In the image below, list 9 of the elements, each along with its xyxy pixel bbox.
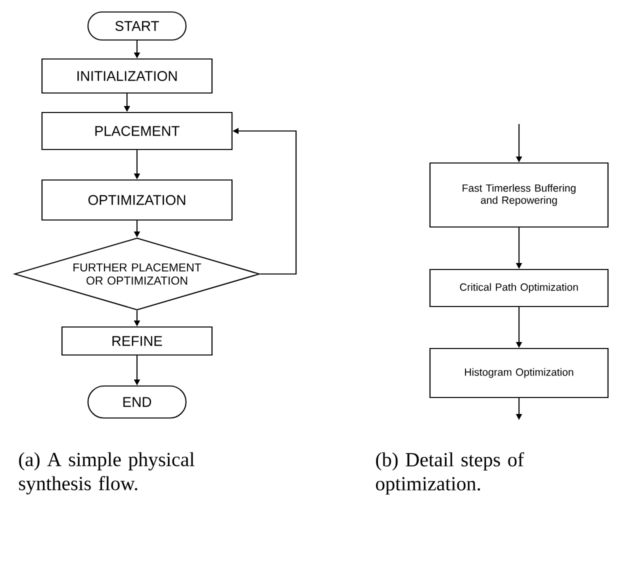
process-box: Histogram Optimization [429,348,609,398]
process-box: PLACEMENT [41,112,233,150]
caption: (a) A simple physical synthesis flow. [19,452,194,494]
process-box: INITIALIZATION [41,58,213,94]
process-box: Critical Path Optimization [429,268,609,308]
process-box: REFINE [61,326,213,356]
process-box: Fast Timerless Buffering and Repowering [429,162,609,228]
caption: (b) Detail steps of optimization. [376,452,524,495]
process-box: OPTIMIZATION [41,179,233,221]
